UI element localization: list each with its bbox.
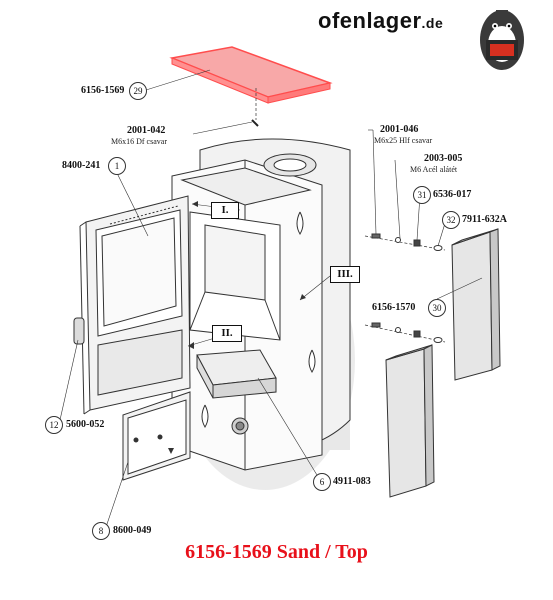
- door-part-1: [79, 195, 191, 415]
- part-12-index: 12: [45, 416, 63, 434]
- bottom-door-part-8: [122, 391, 191, 481]
- marker-II: II.: [212, 325, 242, 342]
- marker-I: I.: [211, 202, 239, 219]
- fastener-row-lower: [364, 322, 446, 343]
- screw-side-number: 2001-046: [380, 124, 419, 135]
- part-8-index: 8: [92, 522, 110, 540]
- washer-number: 2003-005: [424, 153, 463, 164]
- side-panel-lower: [385, 344, 435, 498]
- part-31-index: 31: [413, 186, 431, 204]
- screw-top-desc: M6x16 Df csavar: [111, 137, 167, 146]
- logo-name: ofenlager: [318, 8, 422, 33]
- part-30-number: 6156-1570: [372, 302, 416, 313]
- part-30-index: 30: [428, 299, 446, 317]
- marker-III: III.: [330, 266, 360, 283]
- washer-desc: M6 Acél alátét: [410, 165, 458, 174]
- screw-side-desc: M6x25 Hlf csavar: [374, 136, 433, 145]
- part-6-number: 4911-083: [333, 476, 371, 487]
- logo-tld: .de: [421, 15, 444, 31]
- part-31-number: 6536-017: [433, 189, 472, 200]
- screw-top-number: 2001-042: [127, 125, 166, 136]
- brand-logo: ofenlager.de: [318, 8, 443, 34]
- part-32-index: 32: [442, 211, 460, 229]
- part-1-number: 8400-241: [62, 160, 101, 171]
- top-plate-part-29: [169, 46, 333, 104]
- fastener-row-upper: [364, 233, 446, 251]
- side-panel-part-30: [451, 228, 501, 381]
- part-32-number: 7911-632A: [462, 214, 507, 225]
- part-8-number: 8600-049: [113, 525, 152, 536]
- part-6-index: 6: [313, 473, 331, 491]
- part-1-index: 1: [108, 157, 126, 175]
- mascot-icon: [480, 10, 524, 70]
- handle-part-12: [73, 317, 85, 345]
- assembly-arrows: [168, 201, 306, 454]
- diagram-caption: 6156-1569 Sand / Top: [185, 541, 368, 563]
- part-29-number: 6156-1569: [81, 85, 125, 96]
- stove-body: [171, 138, 351, 471]
- part-12-number: 5600-052: [66, 419, 105, 430]
- part-29-index: 29: [129, 82, 147, 100]
